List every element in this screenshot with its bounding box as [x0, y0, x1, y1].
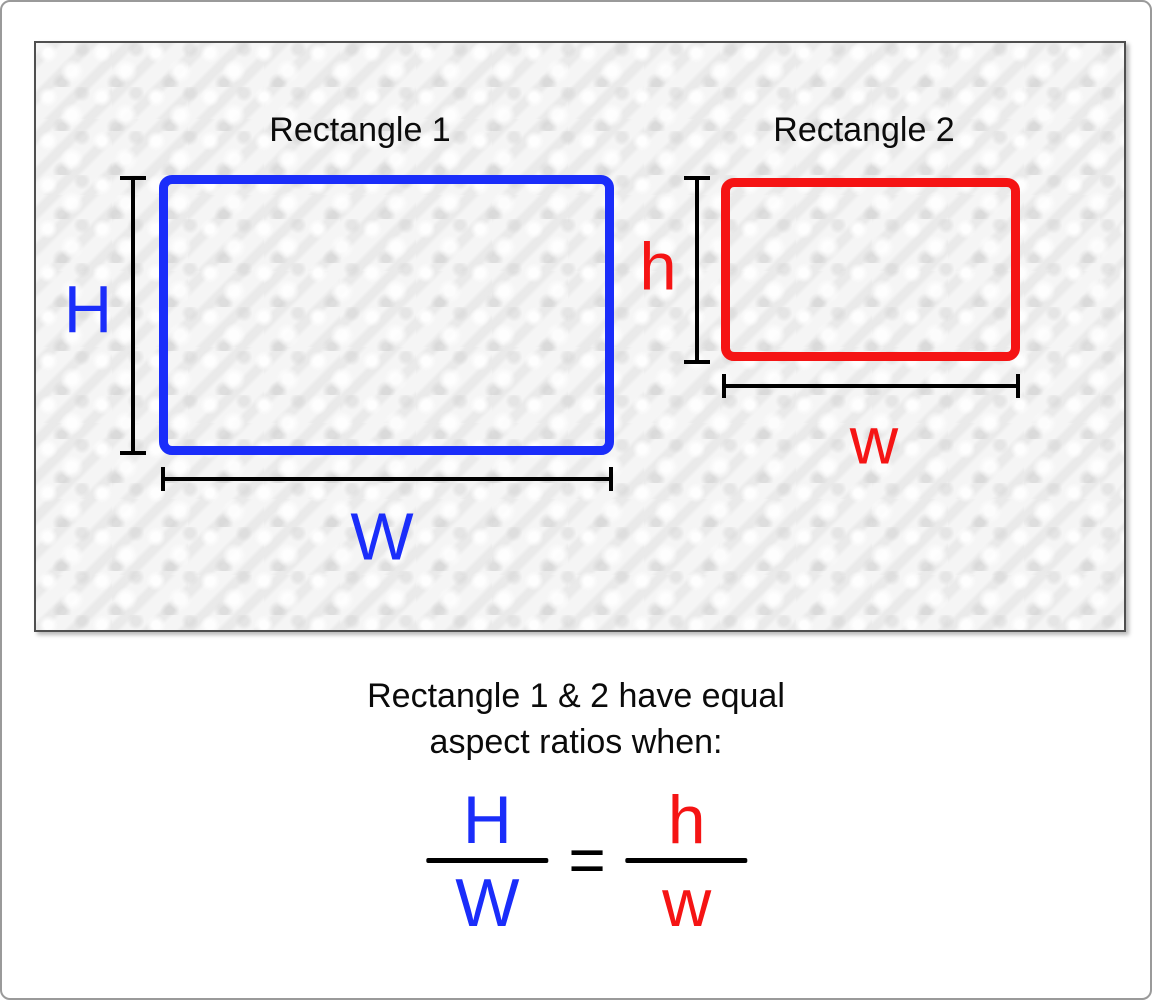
rhs-fraction: h w: [625, 782, 748, 941]
equals-sign: =: [568, 823, 606, 896]
dimension-tick: [684, 360, 710, 364]
rhs-numerator: h: [667, 782, 706, 858]
aspect-ratio-formula: H W = h w: [426, 782, 748, 941]
rect1-height-dimension-line: [120, 176, 146, 455]
rect2-width-dimension-line: [722, 374, 1020, 398]
dimension-tick: [609, 467, 613, 491]
rect1-height-label: H: [63, 272, 113, 348]
caption-line2: aspect ratios when:: [429, 723, 723, 761]
dimension-line: [163, 477, 611, 481]
rect2-shape: [721, 178, 1020, 361]
rect2-title: Rectangle 2: [773, 111, 955, 149]
rect1-shape: [159, 175, 614, 455]
lhs-fraction: H W: [426, 782, 549, 941]
rhs-fraction-bar: [625, 858, 748, 863]
rect1-width-dimension-line: [161, 467, 613, 491]
caption-line1: Rectangle 1 & 2 have equal: [367, 677, 785, 715]
dimension-tick: [120, 451, 146, 455]
dimension-tick: [1016, 374, 1020, 398]
rhs-denominator: w: [662, 865, 712, 941]
dimension-line: [131, 178, 135, 453]
caption: Rectangle 1 & 2 have equal aspect ratios…: [2, 673, 1150, 765]
rect1-width-label: W: [350, 499, 414, 575]
lhs-denominator: W: [455, 865, 520, 941]
rect1-title: Rectangle 1: [269, 111, 451, 149]
dimension-line: [724, 384, 1018, 388]
rect2-height-label: h: [639, 229, 677, 305]
rect2-width-label: w: [849, 403, 899, 479]
lhs-fraction-bar: [426, 858, 549, 863]
lhs-numerator: H: [462, 782, 512, 858]
figure-panel: Rectangle 1 Rectangle 2: [34, 41, 1126, 632]
rect2-height-dimension-line: [684, 176, 710, 364]
dimension-line: [695, 178, 699, 362]
